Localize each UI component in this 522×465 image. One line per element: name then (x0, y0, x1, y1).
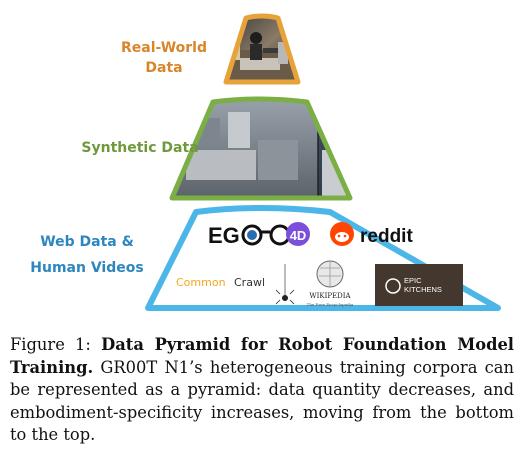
spider-icon (282, 295, 288, 301)
reddit-logo: reddit (330, 222, 413, 247)
figure-caption: Figure 1: Data Pyramid for Robot Foundat… (10, 334, 514, 447)
data-pyramid-figure: EG 4D reddit Common Crawl (30, 13, 501, 311)
ego4d-logo: EG 4D (208, 222, 310, 248)
common-crawl-text-b: Crawl (234, 276, 265, 289)
ego4d-badge: 4D (290, 228, 307, 243)
wikipedia-logo: WIKIPEDIA The Free Encyclopedia (307, 260, 354, 307)
web-data-label-line1: Web Data & (40, 234, 134, 250)
common-crawl-logo: Common Crawl (176, 264, 295, 305)
caption-title: Data Pyramid for Robot Foundation Model … (10, 335, 514, 377)
wikipedia-tagline: The Free Encyclopedia (307, 302, 354, 307)
caption-prefix: Figure 1: (10, 335, 102, 354)
epic-line1: EPIC (404, 276, 422, 285)
web-data-label-line2: Human Videos (30, 260, 144, 276)
epic-line2: KITCHENS (404, 285, 442, 294)
ego4d-text: EG (208, 223, 240, 248)
caption-body: GR00T N1’s heterogeneous training corpor… (10, 357, 514, 445)
synthetic-label: Synthetic Data (81, 140, 199, 156)
wikipedia-wordmark: WIKIPEDIA (309, 292, 351, 300)
real-world-tier (223, 13, 301, 85)
epic-kitchens-icon (385, 278, 401, 294)
real-world-label: Real-World Data (121, 40, 207, 76)
common-crawl-text-a: Common (176, 276, 226, 289)
pyramid-svg: EG 4D reddit Common Crawl (145, 13, 501, 311)
epic-kitchens-logo: EPIC KITCHENS (375, 264, 463, 306)
reddit-wordmark: reddit (360, 226, 413, 247)
